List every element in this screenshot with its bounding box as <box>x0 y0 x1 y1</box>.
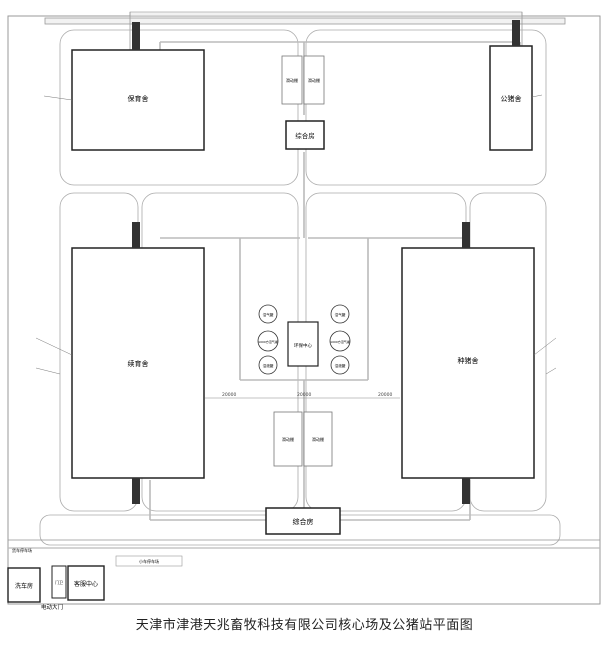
guard-label: 门卫 <box>55 579 63 585</box>
building-zhongzhu-label: 种猪舍 <box>458 356 479 365</box>
corridors <box>149 41 521 521</box>
building-baoyu-label: 保育舍 <box>128 94 149 103</box>
small-room-top: 滑动棚 滑动棚 <box>281 55 325 105</box>
north-road <box>44 17 566 25</box>
building-xiche-label: 洗车房 <box>15 582 33 590</box>
building-zonghe-bottom: 综合房 <box>265 507 341 535</box>
building-zonghe-top: 综合房 <box>285 120 325 150</box>
building-kefu: 客服中心 <box>67 565 105 601</box>
building-gongzhu: 公猪舍 <box>489 45 533 151</box>
small-parking <box>115 555 183 567</box>
small-room-d-label: 滑动棚 <box>312 436 324 442</box>
tank-4-label: 1000方沼气罐 <box>330 339 350 344</box>
building-shuyu: 续育舍 <box>71 247 205 479</box>
small-room-a-label: 滑动棚 <box>286 77 298 83</box>
tanks <box>257 304 351 375</box>
building-zhongzhu: 种猪舍 <box>401 247 535 479</box>
tank-2-label: 沼气罐 <box>335 312 346 317</box>
building-center: 环保中心 <box>287 321 319 367</box>
building-gongzhu-label: 公猪舍 <box>501 94 522 103</box>
figure-caption: 天津市津港天兆畜牧科技有限公司核心场及公猪站平面图 <box>135 618 474 633</box>
building-zonghe-bottom-label: 综合房 <box>293 517 314 526</box>
building-guard: 门卫 <box>51 565 67 599</box>
building-kefu-label: 客服中心 <box>74 580 98 588</box>
gate-label: 电动大门 <box>41 603 63 611</box>
small-room-c-label: 滑动棚 <box>282 436 294 442</box>
building-shuyu-label: 续育舍 <box>128 359 149 368</box>
leader-lines <box>35 94 557 375</box>
building-xiche: 洗车房 <box>7 567 41 603</box>
dimension-label-1: 20000 <box>222 392 236 398</box>
tank-5-label: 沼液罐 <box>263 363 274 368</box>
small-room-b-label: 滑动棚 <box>308 77 320 83</box>
building-center-label: 环保中心 <box>294 342 312 349</box>
feed-towers <box>132 20 520 504</box>
dimension-label-2: 20000 <box>297 392 311 398</box>
parking-label: 货车停车场 <box>12 547 32 553</box>
small-parking-label: 小车停车场 <box>139 558 159 564</box>
dimension-label-3: 20000 <box>378 392 392 398</box>
small-room-bottom: 滑动棚 滑动棚 <box>273 411 333 467</box>
building-baoyu: 保育舍 <box>71 49 205 151</box>
tank-3-label: 1000方沼气罐 <box>258 339 278 344</box>
tank-1-label: 沼气罐 <box>263 312 274 317</box>
building-zonghe-top-label: 综合房 <box>295 131 315 140</box>
site-plan: 20000 20000 20000 保育舍 公猪舍 综合房 续育舍 种猪舍 环保… <box>7 11 601 611</box>
north-corridor <box>129 11 523 17</box>
tank-6-label: 沼液罐 <box>335 363 346 368</box>
